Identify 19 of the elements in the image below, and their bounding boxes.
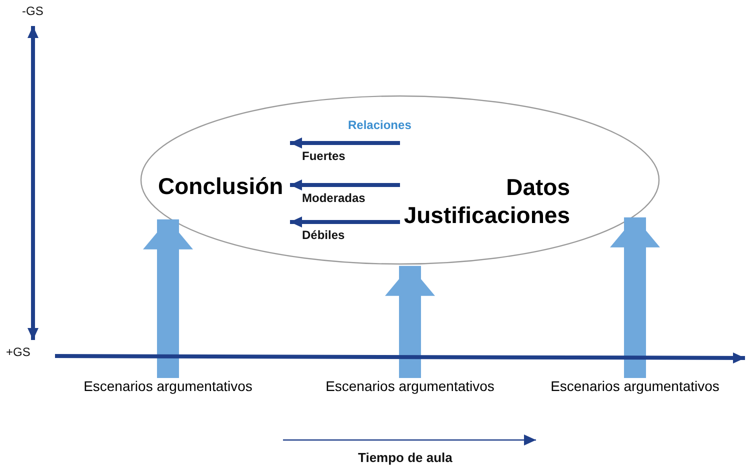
edge-label: Fuertes [302,149,346,163]
block-arrow [143,219,193,378]
node-text: Datos Justificaciones [400,140,570,230]
node-text: Conclusión [158,138,290,234]
node-text: Escenarios argumentativos [300,378,520,400]
edge-label: Débiles [302,228,345,242]
node-text: Escenarios argumentativos [525,378,745,400]
ellipse-outline [140,95,660,265]
edge-label: Moderadas [302,191,366,205]
block-arrow [610,217,660,378]
arrow [290,216,400,228]
axis-label: -GS [22,4,44,18]
arrow [290,138,400,148]
heading-label: Relaciones [348,118,412,132]
axis-label: +GS [6,345,30,359]
node-text: Escenarios argumentativos [58,378,278,400]
axis-label: Tiempo de aula [358,450,452,465]
arrow [290,180,400,190]
block-arrow [385,266,435,378]
